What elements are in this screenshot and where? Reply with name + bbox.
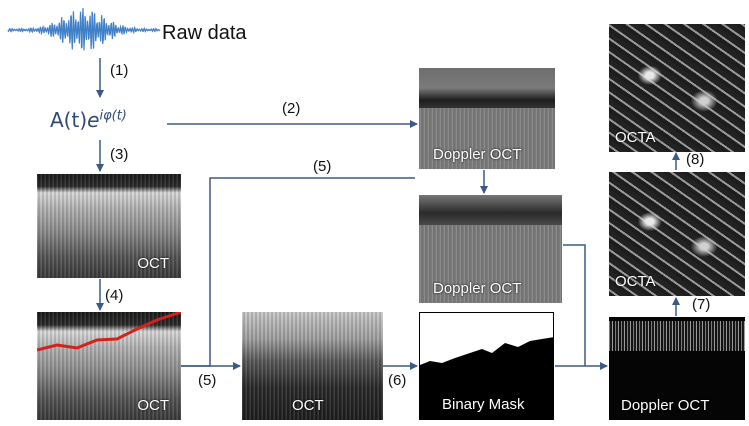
step5a-label: (5) [313,158,332,175]
doppler-oct-image-1: Doppler OCT [419,68,555,169]
doppler-oct-final-image: Doppler OCT [609,317,745,420]
oct-image-3: OCT [242,312,383,420]
formula-exponent: iφ(t) [99,108,127,124]
step4-label: (4) [105,287,124,304]
doppler-oct-image-1-caption: Doppler OCT [433,146,522,163]
octa-image-2-caption: OCTA [615,273,656,290]
oct-image-3-caption: OCT [292,397,324,414]
raw-waveform [7,7,161,51]
raw-data-label: Raw data [162,22,247,44]
step8-label: (8) [686,151,705,168]
oct-image-segmented: OCT [37,312,181,420]
signal-formula: A(t)eiφ(t) [50,108,127,132]
step2-label: (2) [282,100,301,117]
segmentation-line [37,312,181,352]
step5b-label: (5) [198,372,217,389]
step3-label: (3) [110,146,129,163]
doppler-oct-final-caption: Doppler OCT [621,397,710,414]
formula-e: e [87,108,100,132]
oct-image-1-caption: OCT [137,255,169,272]
octa-image-1: OCTA [609,24,745,152]
step7-label: (7) [692,296,711,313]
formula-base: A(t) [50,108,88,132]
oct-image-segmented-caption: OCT [137,397,169,414]
doppler-oct-image-2: Doppler OCT [419,195,562,303]
doppler-oct-image-2-caption: Doppler OCT [433,280,522,297]
octa-image-2: OCTA [609,172,745,296]
binary-mask-image: Binary Mask [419,312,554,420]
step6-label: (6) [388,372,407,389]
octa-image-1-caption: OCTA [615,129,656,146]
oct-image-1: OCT [37,174,181,278]
step1-label: (1) [110,62,129,79]
line-doppler2-merge [563,244,586,366]
binary-mask-shape [420,337,553,419]
binary-mask-caption: Binary Mask [442,396,525,413]
